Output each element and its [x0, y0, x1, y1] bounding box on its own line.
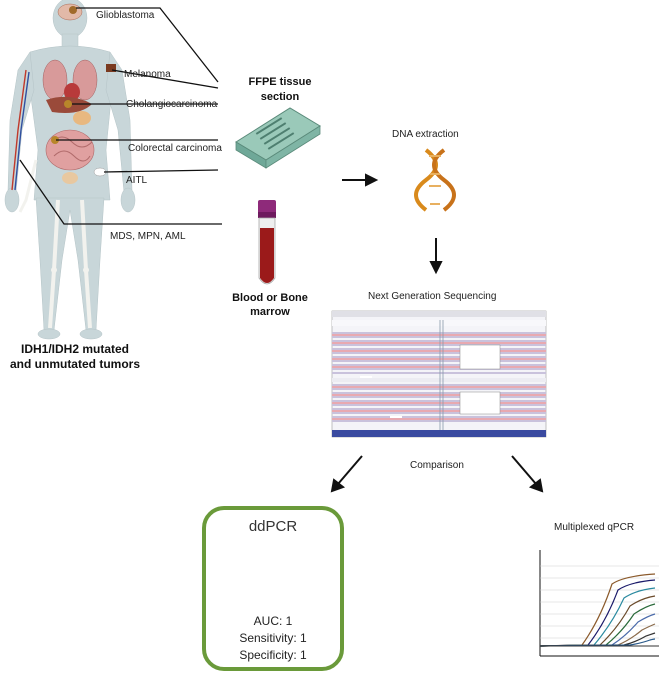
ffpe-label-line2: section [260, 91, 300, 103]
arrow-to-dna [365, 173, 379, 187]
ddpcr-result-box [202, 506, 344, 671]
arrow-to-ddpcr [330, 478, 346, 493]
comparison-label: Comparison [410, 460, 464, 471]
qpcr-title: Multiplexed qPCR [554, 522, 635, 533]
tumor-label-aitl: AITL [126, 175, 148, 186]
dna-extraction-label: DNA extraction [392, 129, 459, 140]
tumors-title-line1: IDH1/IDH2 mutated [20, 342, 130, 356]
arrow-to-ngs [429, 261, 443, 275]
ffpe-label-line1: FFPE tissue [248, 76, 312, 88]
tumor-connector-lines [19, 7, 222, 225]
ddpcr-specificity: Specificity: 1 [239, 648, 307, 662]
tumor-label-glioblastoma: Glioblastoma [96, 10, 155, 21]
tumor-label-cholangiocarcinoma: Cholangiocarcinoma [126, 99, 218, 110]
blood-tube-icon [258, 200, 276, 285]
qpcr-amplification-plot [539, 550, 659, 657]
human-body-figure [4, 0, 136, 340]
ffpe-cassette-icon [235, 107, 321, 169]
ngs-label: Next Generation Sequencing [368, 291, 497, 302]
arrow-to-qpcr [528, 478, 544, 493]
tumor-label-colorectal-carcinoma: Colorectal carcinoma [128, 143, 222, 154]
ddpcr-auc: AUC: 1 [253, 614, 293, 628]
tumor-label-melanoma: Melanoma [124, 69, 171, 80]
dna-helix-icon [414, 148, 456, 212]
tumors-title-line2: and unmutated tumors [9, 357, 140, 371]
ngs-screenshot [331, 310, 547, 438]
ddpcr-sensitivity: Sensitivity: 1 [239, 631, 307, 645]
blood-label-line1: Blood or Bone [232, 292, 308, 304]
workflow-arrows [330, 173, 544, 493]
blood-label-line2: marrow [250, 306, 290, 318]
tumor-label-mds-mpn-aml: MDS, MPN, AML [110, 231, 186, 242]
ddpcr-title: ddPCR [248, 518, 298, 535]
